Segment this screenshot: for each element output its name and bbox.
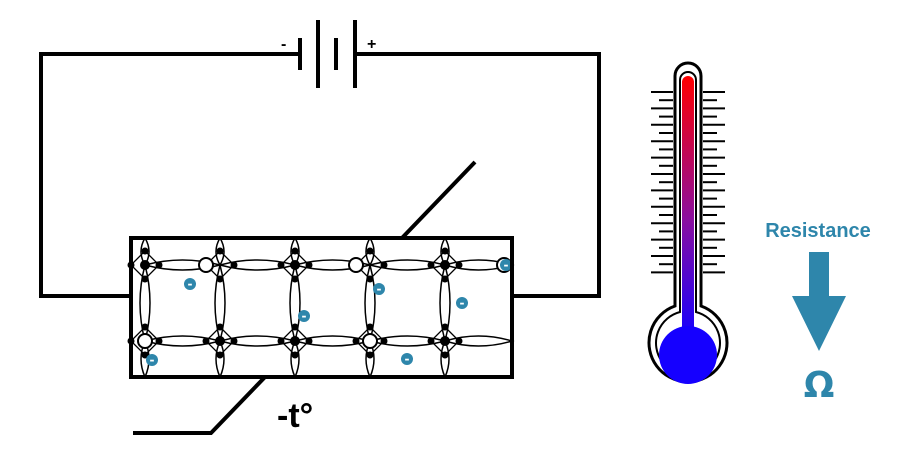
ohm-symbol: Ω	[804, 365, 835, 406]
lattice-atom	[380, 261, 388, 269]
battery-negative-label: -	[281, 36, 286, 53]
electron-sign: -	[405, 352, 410, 366]
lattice-atom	[441, 247, 449, 255]
electron-icon: -	[401, 352, 413, 366]
lattice-vacancy	[348, 257, 364, 273]
lattice-atom	[202, 337, 210, 345]
lattice-atom	[305, 337, 313, 345]
thermometer-icon	[647, 61, 729, 384]
lattice-vacancy	[198, 257, 214, 273]
lattice-atom	[141, 351, 149, 359]
lattice-atom	[216, 247, 224, 255]
lattice-atom	[155, 261, 163, 269]
electron-dot	[298, 310, 310, 322]
lattice-atom	[441, 351, 449, 359]
thermistor-slash-top	[400, 160, 477, 240]
lattice-atom	[441, 275, 449, 283]
lattice-atom	[427, 261, 435, 269]
arrow-down-icon	[792, 252, 846, 351]
electron-sign: -	[460, 296, 465, 310]
battery-positive-label: +	[367, 36, 376, 53]
lattice-atom	[155, 337, 163, 345]
lattice-bond	[440, 340, 450, 379]
lattice-atom	[215, 336, 225, 346]
lattice-atom	[427, 337, 435, 345]
lattice-atom	[366, 275, 374, 283]
lattice-atom	[291, 275, 299, 283]
lattice-atom	[305, 261, 313, 269]
lattice-atom	[277, 261, 285, 269]
lattice-atom	[455, 261, 463, 269]
thermometer-ticks	[651, 91, 725, 274]
electron-dot	[146, 354, 158, 366]
thermometer-column	[682, 76, 694, 338]
lattice-atom	[440, 336, 450, 346]
lattice-atom	[366, 247, 374, 255]
lattice-bond	[290, 340, 300, 379]
lattice-atom	[380, 337, 388, 345]
electron-dot	[373, 283, 385, 295]
electron-icon: -	[500, 258, 512, 272]
resistance-label: Resistance	[765, 220, 871, 242]
electron-sign: -	[377, 282, 382, 296]
crystal-lattice	[127, 237, 515, 379]
electron-icon: -	[146, 353, 158, 367]
lattice-bond	[215, 340, 225, 379]
lattice-bond	[365, 237, 375, 267]
lattice-atom	[141, 275, 149, 283]
lattice-atom	[352, 337, 360, 345]
electron-icon: -	[184, 277, 196, 291]
free-electrons: - - - - - - -	[146, 258, 512, 367]
lattice-atom	[216, 275, 224, 283]
lattice-atom	[216, 323, 224, 331]
temperature-coefficient-label: -t°	[277, 397, 313, 435]
electron-dot	[401, 353, 413, 365]
lattice-atom	[277, 337, 285, 345]
lattice-atom	[230, 261, 238, 269]
electron-icon: -	[456, 296, 468, 310]
lattice-atom	[366, 351, 374, 359]
electron-dot	[456, 297, 468, 309]
lattice-atom	[441, 323, 449, 331]
electron-sign: -	[150, 353, 155, 367]
electron-dot	[184, 278, 196, 290]
electron-icon: -	[298, 309, 310, 323]
lattice-atom	[291, 351, 299, 359]
electron-sign: -	[302, 309, 307, 323]
lattice-atom	[291, 323, 299, 331]
lattice-atom	[140, 260, 150, 270]
electron-icon: -	[373, 282, 385, 296]
lattice-atom	[440, 260, 450, 270]
lattice-atom	[455, 337, 463, 345]
battery-icon	[298, 20, 357, 88]
lattice-atom	[290, 336, 300, 346]
thermistor-body	[129, 236, 514, 379]
thermistor-icon: - - - - - - -	[127, 160, 515, 435]
electron-dot	[500, 259, 512, 271]
wire-right	[357, 52, 601, 298]
lattice-atom	[290, 260, 300, 270]
lattice-atom	[366, 323, 374, 331]
lattice-atom	[291, 247, 299, 255]
thermistor-slash-bottom	[133, 375, 267, 435]
electron-sign: -	[504, 258, 509, 272]
thermometer-bulb	[659, 326, 717, 384]
lattice-bond	[215, 237, 225, 267]
lattice-vacancy	[362, 333, 378, 349]
electron-sign: -	[188, 277, 193, 291]
lattice-atom	[141, 247, 149, 255]
lattice-atom	[216, 351, 224, 359]
circuit-wires	[39, 52, 601, 298]
wire-left	[39, 52, 299, 298]
lattice-vacancy	[137, 333, 153, 349]
lattice-atom	[141, 323, 149, 331]
lattice-atom	[230, 337, 238, 345]
